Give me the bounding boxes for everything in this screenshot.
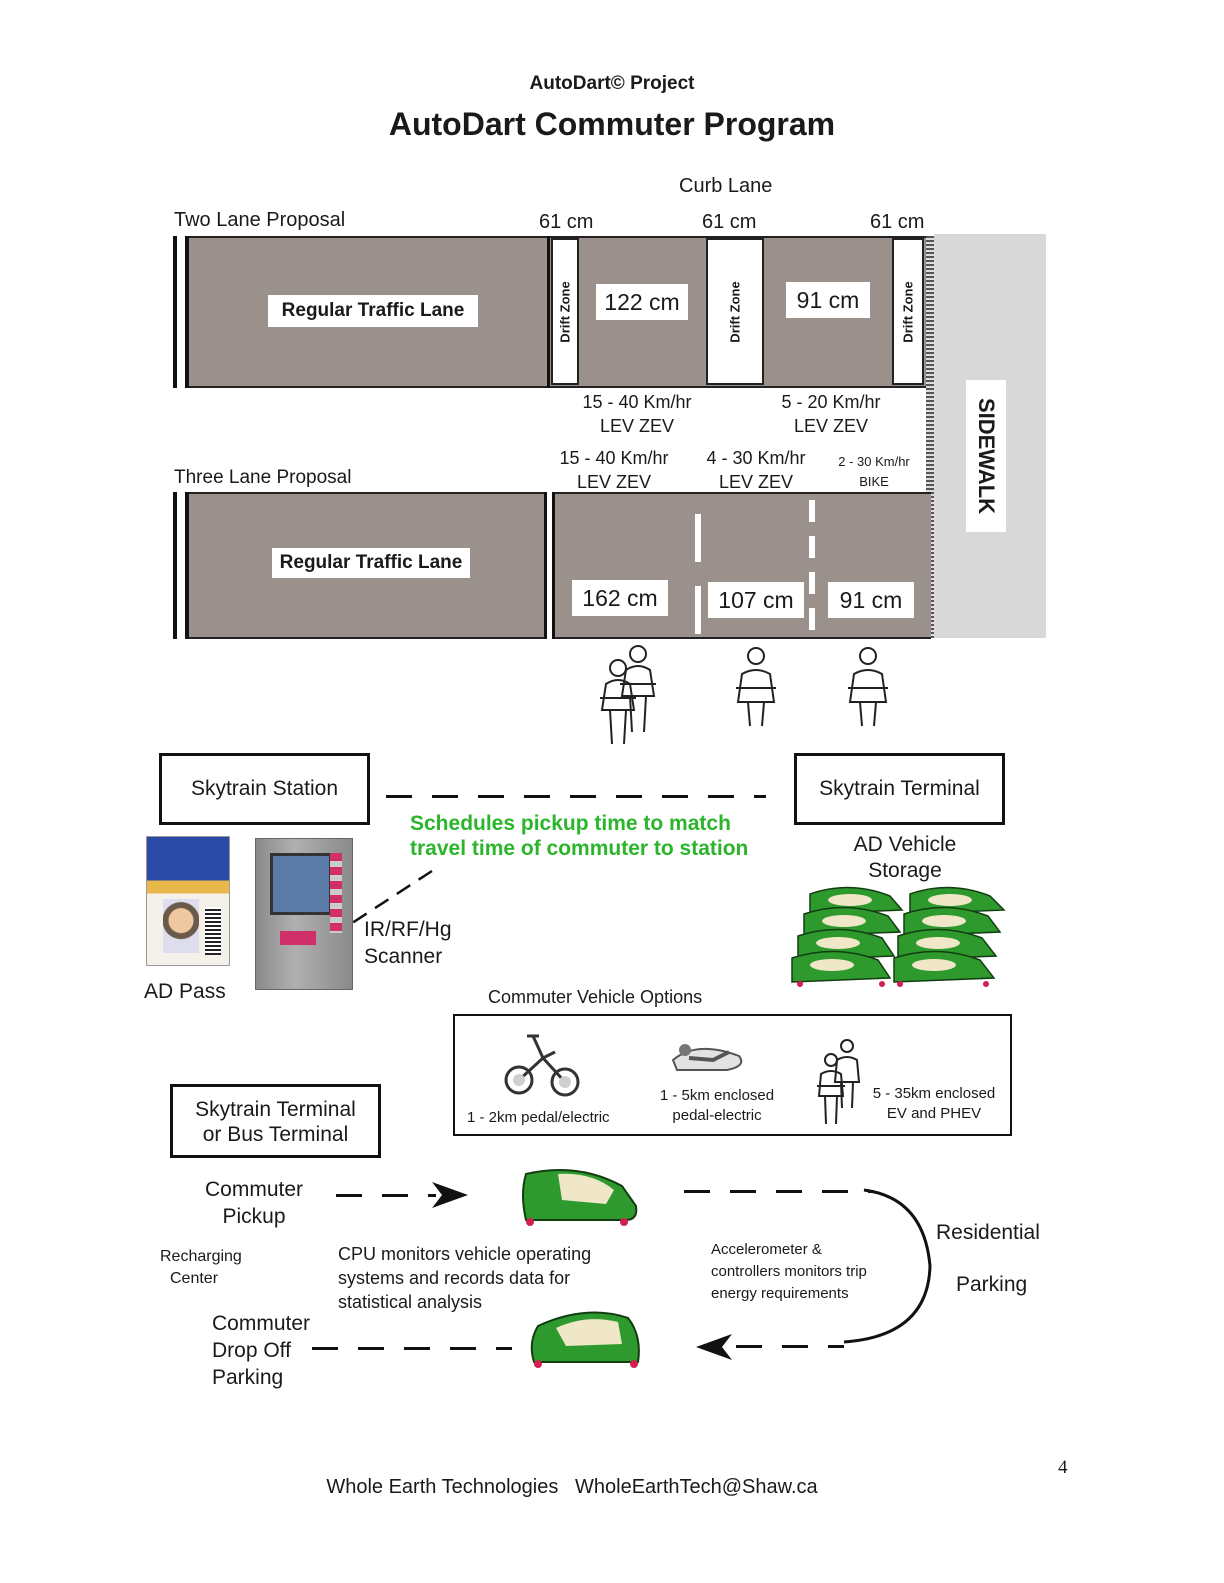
regular-traffic-lane-label: Regular Traffic Lane [268, 295, 478, 327]
ad-pass-label: AD Pass [144, 980, 226, 1003]
vehicle-options-title: Commuter Vehicle Options [488, 987, 703, 1007]
residential-label: Residential [936, 1221, 1040, 1244]
kiosk-slot [280, 931, 316, 945]
folding-bike-icon [504, 1034, 580, 1097]
lane-width-box: 162 cm [572, 580, 668, 616]
dashed-arrow-line [336, 1194, 436, 1197]
sidewalk-label: SIDEWALK [974, 397, 999, 515]
ad-vehicle-top [522, 1169, 638, 1226]
scanner-kiosk-image [255, 838, 353, 990]
road-edge-bar [173, 236, 189, 388]
drift-zone: Drift Zone [892, 238, 924, 385]
kiosk-screen [270, 853, 332, 915]
lane-width-box: 91 cm [828, 582, 914, 618]
width-label: 61 cm [702, 211, 757, 233]
arrow-head-left [696, 1334, 732, 1360]
ev-riders-icon [817, 1039, 861, 1125]
three-lane-label: Three Lane Proposal [174, 467, 352, 488]
bike-option-label: 1 - 2km pedal/electric [467, 1109, 610, 1126]
dashed-connector [386, 795, 766, 798]
rider-icon [736, 647, 776, 727]
skytrain-terminal-box: Skytrain Terminal [794, 753, 1005, 825]
lane-width-box: 107 cm [708, 582, 804, 618]
page-number: 4 [1058, 1457, 1068, 1478]
drift-zone: Drift Zone [706, 238, 764, 385]
dashed-arrow-line [736, 1345, 844, 1348]
lane-divider [547, 236, 550, 388]
arrow-head-right [432, 1182, 468, 1208]
rider-illustrations [600, 645, 888, 745]
footer-credit: Whole Earth Technologies WholeEarthTech@… [326, 1476, 818, 1498]
kiosk-stripes [330, 853, 342, 933]
ad-pass-card-image [146, 836, 230, 966]
schedule-note: travel time of commuter to station [410, 837, 749, 860]
pass-photo [163, 899, 199, 953]
page-title: AutoDart Commuter Program [388, 106, 836, 142]
width-label: 61 cm [870, 211, 925, 233]
vehicle-storage-cluster [791, 886, 1006, 987]
recumbent-vehicle-icon [671, 1044, 743, 1071]
lane-dash-line [809, 500, 815, 634]
curb-edge [926, 236, 934, 638]
drift-zone-label: Drift Zone [557, 280, 573, 343]
curved-return-path [843, 1188, 932, 1344]
drift-zone: Drift Zone [551, 238, 579, 385]
regular-traffic-lane-label: Regular Traffic Lane [272, 548, 470, 578]
drift-zone-label: Drift Zone [900, 280, 916, 343]
drift-zone-label: Drift Zone [727, 280, 743, 343]
pass-barcode [205, 907, 221, 955]
lane-width-box: 91 cm [786, 282, 870, 318]
scanner-pointer-line [345, 869, 433, 929]
road-edge-bar [173, 492, 189, 639]
lane-dash-line [695, 514, 701, 634]
width-label: 61 cm [539, 211, 594, 233]
accelerometer-note: Accelerometer &controllers monitors trip… [711, 1241, 867, 1302]
rider-icon [848, 647, 888, 727]
lane-divider [544, 492, 555, 639]
lane-width-box: 122 cm [596, 284, 688, 320]
rider-icon [600, 645, 656, 745]
dashed-connector [684, 1190, 874, 1193]
ad-vehicle-bottom [530, 1311, 640, 1368]
sidewalk-label-box: SIDEWALK [966, 380, 1006, 532]
project-name: AutoDart© Project [529, 73, 695, 94]
skytrain-station-box: Skytrain Station [159, 753, 370, 825]
two-lane-label: Two Lane Proposal [174, 209, 346, 231]
parking-label: Parking [956, 1273, 1028, 1296]
schedule-note: Schedules pickup time to match [410, 812, 731, 835]
dashed-connector [312, 1347, 512, 1350]
curb-lane-label: Curb Lane [679, 175, 773, 197]
